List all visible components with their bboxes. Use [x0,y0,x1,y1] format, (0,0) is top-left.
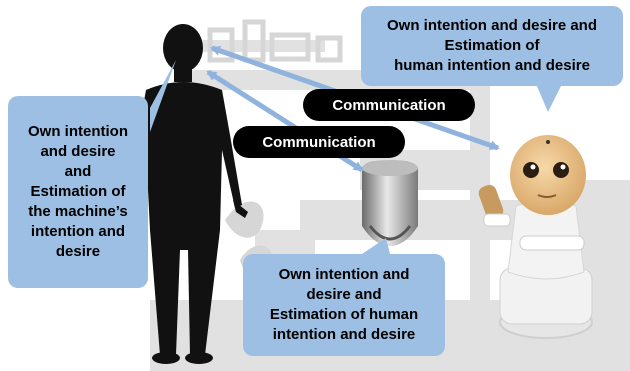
robot-callout-pointer [536,84,562,112]
communication-label-lower: Communication [233,126,405,158]
background-plant [225,201,264,238]
human-intention-callout: Own intention and desire and Estimation … [8,96,148,288]
robot-figure [478,135,593,339]
robot-intention-callout: Own intention and desire and Estimation … [361,6,623,86]
communication-label-upper: Communication [303,89,475,121]
device-intention-callout: Own intention and desire and Estimation … [243,254,445,356]
device-callout-pointer [362,238,390,254]
human-callout-pointer [150,60,176,132]
machine-device [362,160,418,246]
